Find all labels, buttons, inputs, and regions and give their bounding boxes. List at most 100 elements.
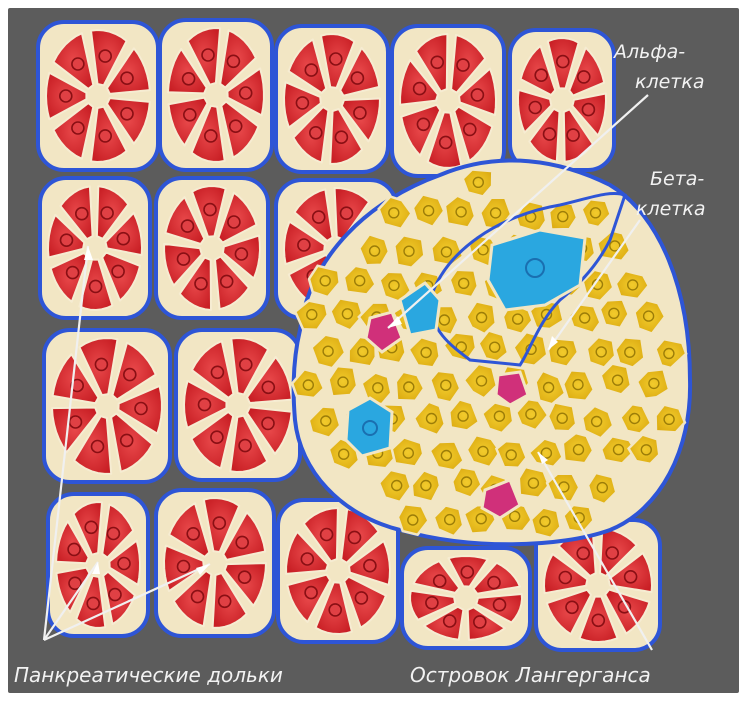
acinar-nucleus: [330, 53, 342, 65]
beta-cell: [600, 300, 629, 328]
acinar-nucleus: [329, 604, 341, 616]
acinar-nucleus: [262, 417, 274, 429]
acinar-nucleus: [321, 529, 333, 541]
acinar-nucleus: [178, 561, 190, 573]
acinar-nucleus: [474, 616, 486, 628]
acinar-nucleus: [488, 577, 500, 589]
islet-label: Островок Лангерганса: [410, 663, 651, 687]
acinar-nucleus: [567, 129, 579, 141]
acinar-nucleus: [183, 73, 195, 85]
acinar-nucleus: [305, 64, 317, 76]
acinar-nucleus: [417, 118, 429, 130]
acinar-nucleus: [61, 234, 73, 246]
pancreatic-lobule: [38, 22, 158, 170]
acinar-nucleus: [199, 399, 211, 411]
acinar-nucleus: [228, 216, 240, 228]
acinar-nucleus: [236, 536, 248, 548]
acinar-nucleus: [239, 571, 251, 583]
acinar-nucleus: [118, 558, 130, 570]
acinar-nucleus: [335, 131, 347, 143]
acinar-nucleus: [431, 56, 443, 68]
acinar-nucleus: [296, 97, 308, 109]
acinar-nucleus: [70, 416, 82, 428]
acinar-nucleus: [440, 136, 452, 148]
beta-cell: [450, 270, 478, 297]
acinar-nucleus: [195, 278, 207, 290]
acinar-nucleus: [68, 543, 80, 555]
acinar-nucleus: [227, 55, 239, 67]
acinar-nucleus: [184, 109, 196, 121]
acinar-nucleus: [354, 107, 366, 119]
acinar-nucleus: [364, 560, 376, 572]
acinar-nucleus: [219, 595, 231, 607]
acinar-nucleus: [578, 71, 590, 83]
acinar-nucleus: [99, 130, 111, 142]
acinar-nucleus: [67, 267, 79, 279]
acinar-nucleus: [298, 239, 310, 251]
acinar-nucleus: [121, 72, 133, 84]
acinar-nucleus: [535, 69, 547, 81]
pancreatic-lobule: [176, 330, 300, 480]
acinar-nucleus: [204, 204, 216, 216]
acinar-nucleus: [72, 58, 84, 70]
acinar-nucleus: [187, 528, 199, 540]
acinar-nucleus: [60, 90, 72, 102]
acinar-nucleus: [625, 571, 637, 583]
acinar-nucleus: [464, 123, 476, 135]
pancreatic-lobule: [276, 26, 388, 172]
alpha-cell-left: [346, 398, 392, 456]
acinar-nucleus: [434, 575, 446, 587]
acinar-nucleus: [349, 531, 361, 543]
pancreatic-lobule: [156, 490, 274, 636]
alpha-cell-label-line1: Альфа-: [612, 41, 685, 63]
pancreatic-lobule: [40, 178, 150, 318]
pancreatic-lobule: [156, 178, 268, 318]
acinar-nucleus: [239, 440, 251, 452]
acinar-nucleus: [582, 104, 594, 116]
acinar-nucleus: [606, 547, 618, 559]
acinar-nucleus: [121, 434, 133, 446]
acinar-nucleus: [592, 614, 604, 626]
pancreatic-lobule: [510, 30, 614, 170]
acinar-nucleus: [351, 72, 363, 84]
acinar-nucleus: [112, 265, 124, 277]
acinar-nucleus: [135, 403, 147, 415]
beta-cell: [463, 170, 493, 197]
acinar-nucleus: [192, 591, 204, 603]
acinar-nucleus: [301, 553, 313, 565]
acinar-nucleus: [240, 359, 252, 371]
acinar-nucleus: [235, 248, 247, 260]
acinar-nucleus: [76, 208, 88, 220]
acinar-nucleus: [426, 597, 438, 609]
pancreatic-lobule: [160, 20, 272, 170]
acinar-nucleus: [99, 50, 111, 62]
acinar-nucleus: [471, 89, 483, 101]
acinar-nucleus: [121, 108, 133, 120]
beta-cell-label-line1: Бета-: [650, 168, 704, 190]
acinar-nucleus: [557, 56, 569, 68]
acinar-nucleus: [566, 601, 578, 613]
acinar-nucleus: [494, 599, 506, 611]
acinar-nucleus: [221, 275, 233, 287]
acinar-nucleus: [559, 572, 571, 584]
acinar-nucleus: [85, 521, 97, 533]
acinar-nucleus: [305, 587, 317, 599]
acinar-nucleus: [182, 220, 194, 232]
acinar-nucleus: [444, 615, 456, 627]
acinar-nucleus: [202, 49, 214, 61]
pancreatic-lobule: [402, 548, 530, 648]
acinar-nucleus: [355, 592, 367, 604]
acinar-nucleus: [313, 211, 325, 223]
beta-cell: [548, 403, 576, 432]
alpha-cell-label-line2: клетка: [635, 71, 705, 93]
acinar-nucleus: [205, 130, 217, 142]
acinar-nucleus: [544, 128, 556, 140]
acinar-nucleus: [87, 597, 99, 609]
pancreatic-lobule: [44, 330, 170, 482]
acinar-nucleus: [178, 253, 190, 265]
acinar-nucleus: [211, 366, 223, 378]
acinar-nucleus: [577, 547, 589, 559]
acinar-nucleus: [117, 233, 129, 245]
acinar-nucleus: [457, 59, 469, 71]
